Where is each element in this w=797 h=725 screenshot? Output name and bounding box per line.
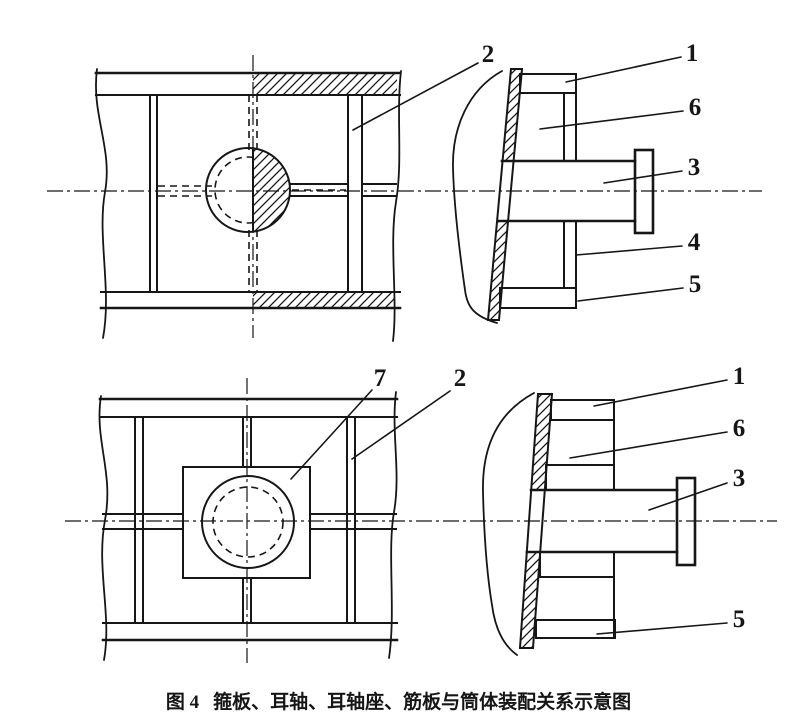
callout-label: 5: [689, 271, 702, 298]
leader-line: [596, 622, 728, 635]
hoop-strip-bottom: [499, 287, 577, 309]
trunnion-section-hatch: [253, 148, 290, 232]
seat-block-lower: [539, 551, 615, 578]
leader-line: [351, 390, 451, 460]
figure-label: 图 4: [165, 692, 200, 713]
rib-edges: [102, 416, 397, 624]
rib-section-lower: [563, 220, 577, 289]
hoop-plate-edge: [486, 67, 513, 322]
hoop-plate-edge: [531, 392, 554, 650]
hoop-band-top: [94, 71, 402, 96]
callout-label: 7: [374, 365, 387, 392]
trunnion-outline-circle: [205, 147, 291, 233]
rib-hidden-center: [158, 95, 258, 292]
hoop-band-bottom-hatch: [253, 293, 395, 307]
rib-section-bar: [347, 94, 363, 293]
shell-break-line-right: [388, 391, 398, 659]
callouts-top-row: 2 1 6 3 4 5: [352, 40, 702, 302]
hoop-band-bottom: [101, 622, 399, 642]
rib-section-bar-rect: [347, 94, 363, 293]
callout-label: 3: [733, 465, 746, 492]
callout-label: 4: [688, 229, 701, 256]
leader-line: [593, 379, 728, 407]
callout-trunnion: 3: [648, 465, 746, 511]
hoop-plate-hatch-lower: [520, 552, 541, 648]
callout-label: 6: [689, 94, 702, 121]
trunnion-seat-plate: [182, 466, 311, 579]
hoop-band-top-hatch: [253, 74, 397, 94]
hoop-plate-edge: [518, 392, 540, 650]
callout-hoop-top: 1: [565, 40, 699, 83]
leader-line: [569, 431, 728, 459]
trunnion-shaft: [525, 476, 697, 567]
callout-label: 2: [482, 41, 495, 68]
figure-caption: 图 4 箍板、耳轴、耳轴座、筋板与筒体装配关系示意图: [0, 687, 797, 714]
callout-rib-section: 4: [575, 229, 701, 256]
shell-break-line-left: [98, 395, 109, 661]
bottom-front-view: [98, 391, 399, 661]
callout-label: 6: [733, 415, 746, 442]
leader-line: [290, 389, 373, 480]
shell-break-line-left: [95, 68, 108, 339]
shell-curve: [482, 392, 535, 656]
shaft-flange: [675, 476, 697, 567]
callout-seat-plate: 7: [290, 365, 387, 480]
leader-line: [603, 170, 683, 184]
hoop-plate-hatch-lower: [488, 221, 509, 320]
shaft-flange: [633, 148, 655, 235]
callout-label: 2: [454, 365, 467, 392]
trunnion-shaft: [496, 148, 655, 235]
hoop-band-bottom: [99, 291, 402, 310]
trunnion-hidden-circle: [214, 156, 254, 224]
hoop-band-top: [98, 397, 399, 418]
callout-label: 1: [733, 363, 746, 390]
callouts-bottom-row: 7 2 1 6 3 5: [290, 363, 746, 635]
callout-rib: 2: [352, 41, 495, 131]
hoop-strip-bottom: [535, 619, 616, 639]
hoop-plate-hatch-upper: [502, 69, 522, 161]
callout-label: 3: [688, 154, 701, 181]
callout-hoop-top: 1: [593, 363, 746, 407]
hoop-strip-top: [550, 399, 615, 421]
hoop-plate-section: [518, 392, 554, 650]
figure-title: 箍板、耳轴、耳轴座、筋板与筒体装配关系示意图: [213, 692, 632, 713]
trunnion-hidden-circle: [212, 486, 284, 558]
leader-line: [575, 245, 683, 256]
callout-gusset: 6: [569, 415, 746, 459]
leader-line: [577, 287, 684, 302]
leader-line: [648, 482, 728, 511]
callout-hoop-bottom: 5: [596, 606, 746, 635]
hoop-plate-edge: [497, 67, 524, 322]
callout-rib: 2: [351, 365, 467, 460]
trunnion-hole: [205, 147, 291, 233]
leader-line: [352, 62, 479, 131]
bottom-side-view: [482, 392, 697, 656]
callout-hoop-bottom: 5: [577, 271, 702, 302]
rib-edge-lines-left: [149, 94, 158, 293]
top-front-view: [94, 68, 402, 342]
hoop-plate-section: [486, 67, 524, 322]
callout-label: 5: [733, 606, 746, 633]
seat-block-upper: [545, 464, 615, 491]
leader-line: [539, 110, 684, 130]
top-side-view: [452, 67, 655, 324]
shell-curve: [452, 70, 503, 324]
trunnion-outline-circle: [201, 475, 295, 569]
callout-label: 1: [686, 40, 699, 67]
callout-gusset: 6: [539, 94, 702, 130]
rib-right-edge-on: [289, 183, 397, 197]
callout-trunnion: 3: [603, 154, 701, 184]
rib-section-upper: [563, 92, 577, 162]
leader-line: [565, 56, 682, 83]
hoop-strip-top: [519, 73, 577, 94]
